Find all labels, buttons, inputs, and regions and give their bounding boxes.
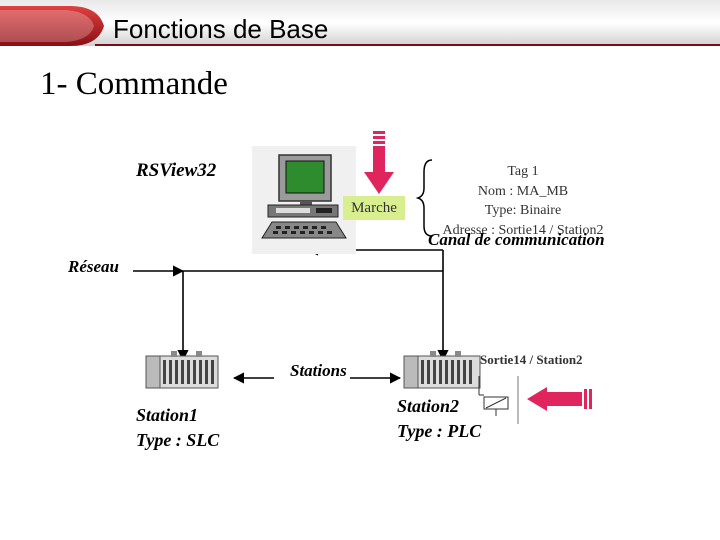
station1-name: Station1 [136,405,199,425]
tag-adresse: Adresse : Sortie14 / Station2 [442,222,604,238]
marche-input-arrow [364,131,394,194]
station1-type: Type : SLC [136,430,220,450]
header-bar [0,0,720,46]
computer-label: RSView32 [136,160,217,181]
station2-rack-icon [403,351,481,389]
reseau-label: Réseau [68,257,119,276]
sortie-label: Sortie14 / Station2 [480,352,583,367]
tag-brace [415,159,433,237]
tag-nom: Nom : MA_MB [477,183,569,199]
header-title: Fonctions de Base [113,14,329,44]
stations-label: Stations [290,361,347,380]
canal-label: Canal de communication [428,230,605,249]
station2-name: Station2 [397,396,460,416]
tag-info: Tag 1 Nom : MA_MB Type: Binaire Adresse … [430,162,616,240]
station1-rack-icon [145,351,219,389]
computer-icon [252,146,356,254]
station2-type: Type : PLC [397,421,482,441]
output-arrow [527,387,592,411]
slide-title: 1- Commande [40,66,228,102]
output-relay-icon [478,376,519,424]
tag-name: Tag 1 [507,164,539,179]
tag-type: Type: Binaire [484,203,562,218]
marche-label: Marche [343,196,405,220]
